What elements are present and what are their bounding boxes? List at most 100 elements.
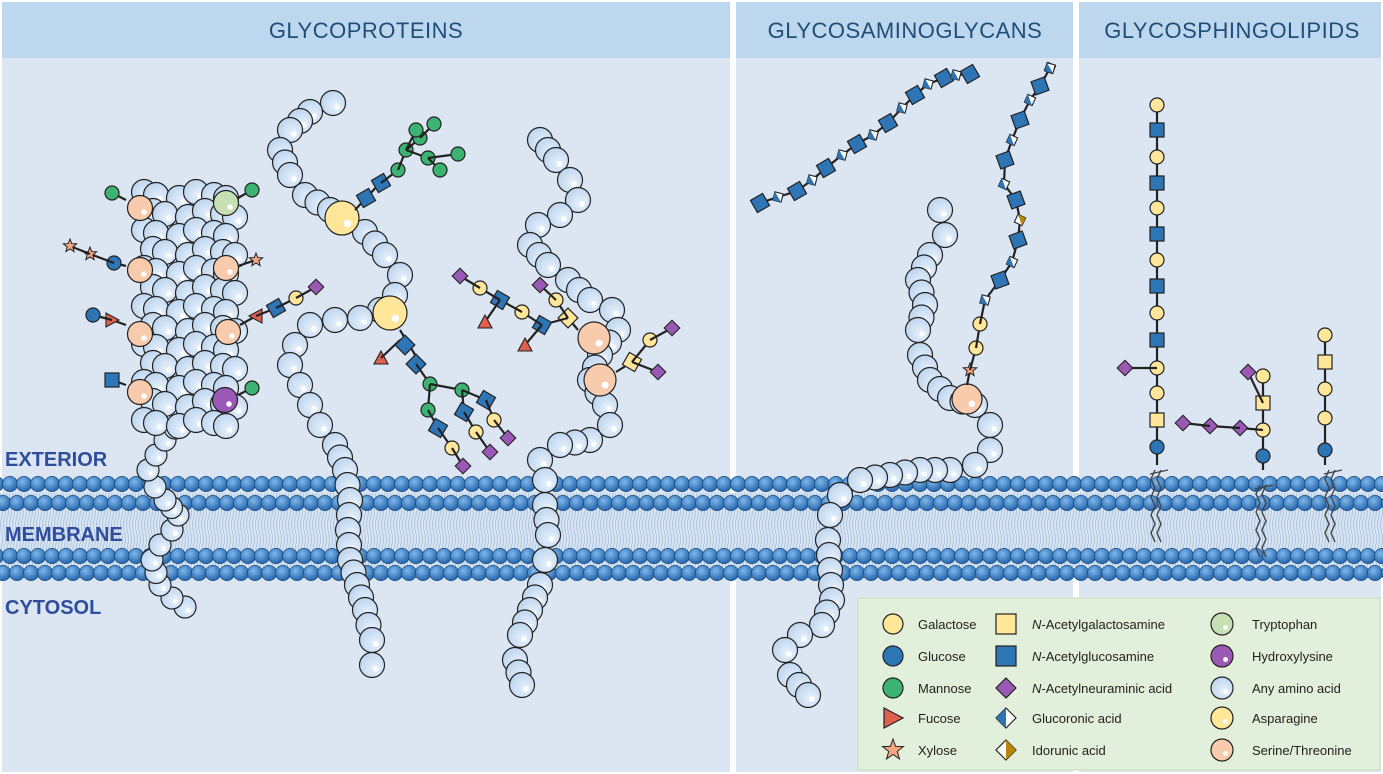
amino-acid-circle: [126, 320, 154, 348]
amino-acid-highlight: [595, 339, 603, 347]
amino-acid-highlight: [386, 256, 392, 262]
ceramide: [1323, 469, 1343, 543]
glucoronic-acid: [950, 69, 962, 81]
lipid-head: [365, 475, 382, 492]
ceramide-tail: [1330, 469, 1336, 543]
lipid-head: [295, 548, 312, 565]
amino-acid-bead: [951, 383, 983, 415]
amino-acid-bead: [556, 166, 584, 194]
amino-acid-circle: [126, 378, 154, 406]
lipid-head: [1136, 475, 1153, 492]
amino-acid-highlight: [891, 476, 897, 482]
amino-acid-highlight: [373, 666, 379, 672]
amino-acid-circle: [771, 636, 799, 664]
amino-acid-highlight: [831, 516, 837, 522]
lipid-head: [996, 548, 1013, 565]
ceramide-tail: [1150, 469, 1156, 543]
lipid-head: [435, 548, 452, 565]
lipid-head: [947, 565, 964, 582]
lipid-head: [8, 565, 25, 582]
lipid-head: [477, 548, 494, 565]
amino-acid-highlight: [549, 536, 555, 542]
lipid-head: [674, 475, 691, 492]
ceramide-tail: [1156, 469, 1162, 543]
lipid-bilayer: [0, 475, 1383, 582]
lipid-head: [414, 565, 431, 582]
lipid-head: [470, 565, 487, 582]
lipid-head: [1066, 475, 1083, 492]
lipid-head: [1276, 475, 1293, 492]
amino-acid-highlight: [876, 478, 882, 485]
lipid-head: [302, 494, 319, 511]
glucose: [1255, 448, 1271, 464]
lipid-head: [1122, 548, 1139, 565]
amino-acid-bead: [531, 546, 559, 574]
n-acetylglucosamine: [1149, 226, 1165, 242]
lipid-head: [674, 548, 691, 565]
glucose: [1149, 439, 1165, 455]
amino-acid-highlight: [141, 271, 147, 277]
lipid-head: [1164, 475, 1181, 492]
lipid-head: [400, 565, 417, 582]
amino-acid-circle: [346, 304, 374, 332]
amino-acid-highlight: [166, 367, 172, 373]
lipid-head: [555, 565, 572, 582]
amino-acid-highlight: [161, 586, 166, 591]
amino-acid-bead: [808, 611, 836, 639]
lipid-head: [65, 565, 82, 582]
lipid-head: [968, 475, 985, 492]
legend-label-italic: N: [1032, 649, 1042, 664]
lipid-head: [484, 494, 501, 511]
lipid-head: [968, 548, 985, 565]
lipid-head: [267, 475, 284, 492]
amino-acid-highlight: [361, 319, 367, 325]
amino-acid-circle: [296, 311, 324, 339]
amino-acid-highlight: [334, 104, 340, 110]
lipid-head: [86, 475, 103, 492]
lipid-head: [281, 475, 298, 492]
n-acetylglucosamine: [1149, 175, 1165, 191]
ceramide-tail: [1261, 484, 1267, 558]
lipid-head: [281, 548, 298, 565]
amino-acid-bead: [142, 409, 170, 437]
amino-acid-circle: [126, 194, 154, 222]
lipid-head: [1185, 494, 1202, 511]
lipid-head: [1290, 548, 1307, 565]
lipid-head: [730, 475, 747, 492]
lipid-head: [877, 494, 894, 511]
lipid-head: [863, 494, 880, 511]
lipid-head: [583, 565, 600, 582]
mannose: [244, 182, 260, 198]
amino-acid-circle: [808, 611, 836, 639]
amino-acid-highlight: [968, 400, 976, 408]
lipid-head: [1241, 494, 1258, 511]
amino-acid-highlight: [149, 471, 154, 476]
lipid-head: [702, 548, 719, 565]
amino-acid-highlight: [991, 426, 997, 432]
legend-label-text: -Acetylgalactosamine: [1041, 617, 1165, 632]
lipid-head: [232, 565, 249, 582]
glucoronic-acid-fill: [950, 69, 959, 81]
amino-acid-bead: [306, 411, 334, 439]
ceramide-bond: [1149, 469, 1169, 475]
amino-acid-highlight: [921, 471, 927, 477]
amino-acid-bead: [531, 466, 559, 494]
lipid-head: [1339, 565, 1356, 582]
galactose-icon: [882, 613, 904, 635]
lipid-head: [1031, 565, 1048, 582]
lipid-head: [1241, 565, 1258, 582]
lipid-head: [491, 548, 508, 565]
lipid-head: [288, 565, 305, 582]
lipid-head: [590, 548, 607, 565]
n-acetylglucosamine: [1008, 230, 1028, 250]
lipid-head: [1045, 565, 1062, 582]
n-acetylglucosamine: [815, 157, 837, 179]
amino-acid-circle: [508, 671, 536, 699]
amino-acid-highlight: [180, 389, 186, 395]
lipid-head: [260, 494, 277, 511]
amino-acid-circle: [577, 321, 611, 355]
n-acetylglucosamine: [995, 150, 1015, 170]
lipid-head: [793, 494, 810, 511]
amino-acid-highlight: [180, 275, 186, 281]
lipid-head: [505, 475, 522, 492]
